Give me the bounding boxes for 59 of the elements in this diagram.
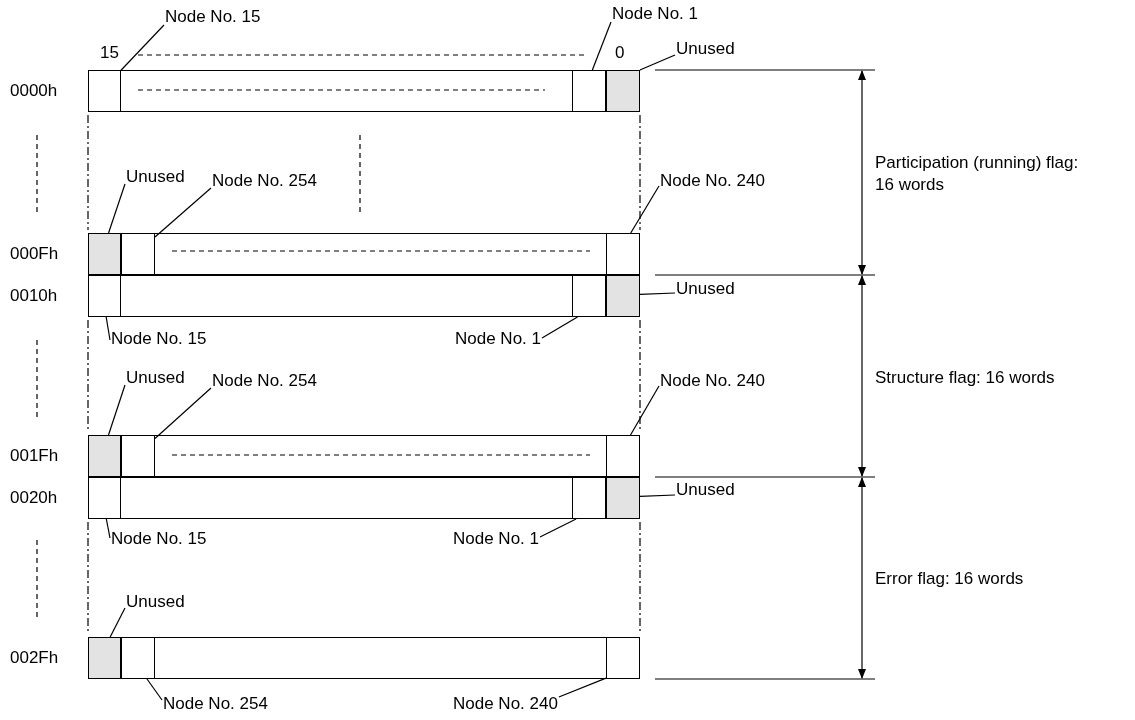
leader-line bbox=[639, 54, 676, 71]
leader-line bbox=[107, 384, 126, 436]
callout-label: Node No. 15 bbox=[111, 530, 207, 548]
bit-number-label: 0 bbox=[615, 44, 625, 62]
callout-label: Node No. 1 bbox=[612, 5, 698, 23]
leader-line bbox=[107, 183, 126, 234]
leader-line bbox=[105, 316, 111, 341]
bit-cell bbox=[572, 70, 606, 112]
range-label: Participation (running) flag: 16 words bbox=[875, 152, 1080, 196]
bit-number-label: 15 bbox=[100, 44, 119, 62]
leader-line bbox=[629, 385, 660, 436]
shaded-bit-cell bbox=[88, 435, 121, 477]
callout-label: Unused bbox=[676, 40, 735, 58]
callout-label: Unused bbox=[126, 593, 185, 611]
callout-label: Unused bbox=[676, 481, 735, 499]
address-label: 0020h bbox=[10, 489, 58, 507]
address-label: 0010h bbox=[10, 287, 58, 305]
bit-cell bbox=[121, 233, 155, 275]
bit-cell bbox=[121, 435, 155, 477]
shaded-bit-cell bbox=[88, 637, 121, 679]
address-label: 0000h bbox=[10, 82, 58, 100]
leader-line bbox=[120, 24, 165, 71]
callout-label: Node No. 1 bbox=[455, 330, 541, 348]
shaded-bit-cell bbox=[606, 477, 640, 519]
callout-label: Node No. 1 bbox=[453, 530, 539, 548]
address-label: 002Fh bbox=[10, 649, 59, 667]
bit-cell bbox=[572, 477, 606, 519]
leader-line bbox=[146, 678, 163, 701]
leader-line bbox=[539, 518, 577, 538]
leader-line bbox=[105, 518, 111, 539]
leader-line bbox=[639, 292, 676, 295]
leader-line bbox=[558, 677, 607, 698]
callout-label: Node No. 240 bbox=[660, 372, 765, 390]
shaded-bit-cell bbox=[606, 275, 640, 317]
callout-label: Node No. 15 bbox=[111, 330, 207, 348]
range-label: Structure flag: 16 words bbox=[875, 369, 1055, 387]
callout-label: Node No. 254 bbox=[212, 372, 317, 390]
callout-label: Node No. 254 bbox=[163, 695, 268, 713]
callout-label: Node No. 240 bbox=[453, 695, 558, 713]
callout-label: Node No. 15 bbox=[165, 8, 261, 26]
address-label: 001Fh bbox=[10, 447, 59, 465]
callout-label: Unused bbox=[676, 280, 735, 298]
callout-label: Unused bbox=[126, 168, 185, 186]
bit-cell bbox=[572, 275, 606, 317]
leader-line bbox=[591, 21, 612, 71]
shaded-bit-cell bbox=[88, 233, 121, 275]
callout-label: Node No. 254 bbox=[212, 172, 317, 190]
leader-line bbox=[630, 185, 660, 234]
bit-cell bbox=[121, 637, 155, 679]
range-label: Error flag: 16 words bbox=[875, 570, 1024, 588]
callout-label: Unused bbox=[126, 369, 185, 387]
leader-line bbox=[109, 607, 126, 638]
leader-line bbox=[154, 187, 212, 238]
leader-line bbox=[154, 387, 212, 440]
leader-line bbox=[639, 494, 676, 497]
address-label: 000Fh bbox=[10, 245, 59, 263]
leader-line bbox=[541, 316, 579, 339]
shaded-bit-cell bbox=[606, 70, 640, 112]
callout-label: Node No. 240 bbox=[660, 172, 765, 190]
